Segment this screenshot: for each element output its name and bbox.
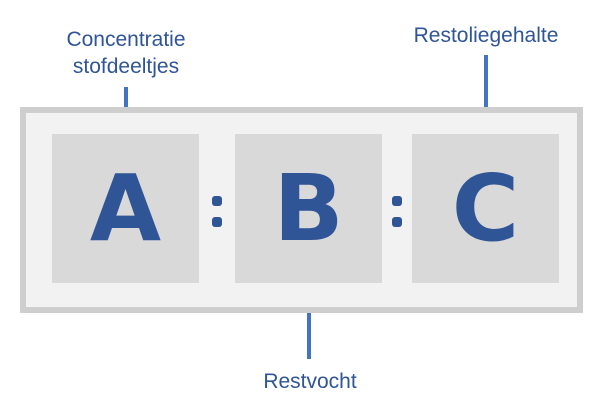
box-c: C	[412, 134, 559, 283]
colon-separator-2	[392, 196, 402, 238]
label-restoliegehalte: Restoliegehalte	[413, 24, 559, 47]
connector-a	[124, 87, 128, 107]
label-line-2: stofdeeltjes	[72, 55, 180, 78]
letter-a: A	[89, 155, 162, 262]
label-line-1: Concentratie	[66, 28, 186, 51]
connector-b	[307, 313, 311, 359]
colon-separator-1	[212, 196, 222, 238]
connector-c	[484, 55, 488, 107]
label-concentratie-stofdeeltjes: Concentratie stofdeeltjes	[52, 26, 200, 80]
letter-c: C	[451, 155, 520, 262]
box-a: A	[52, 134, 199, 283]
label-restvocht: Restvocht	[263, 370, 357, 393]
letter-b: B	[273, 155, 344, 262]
box-b: B	[235, 134, 382, 283]
